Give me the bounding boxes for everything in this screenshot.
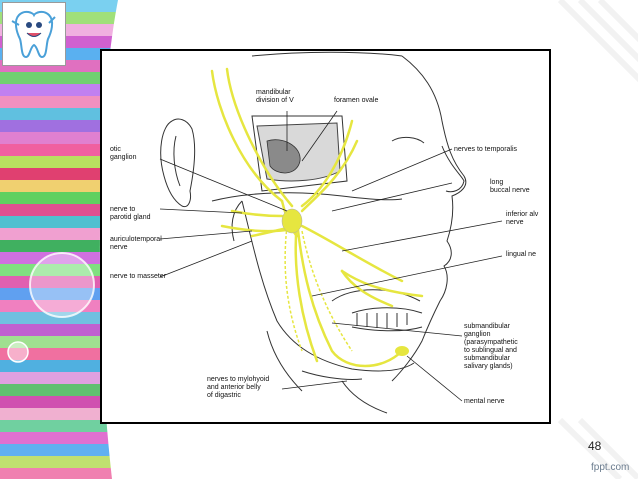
- label-nerve-to-parotid: nerve to parotid gland: [110, 206, 151, 221]
- tooth-mascot-icon: [11, 10, 56, 59]
- tooth-logo: [2, 2, 66, 66]
- mandibular-nerve-diagram: [159, 51, 503, 414]
- label-nerves-to-temporalis: nerves to temporalis: [454, 146, 518, 153]
- label-mental: mental nerve: [464, 398, 505, 405]
- nerve-paths: [210, 67, 424, 368]
- label-nerve-to-masseter: nerve to masseter: [110, 273, 167, 280]
- label-submandibular-ganglion: submandibular ganglion (parasympathetic …: [464, 323, 518, 370]
- label-long-buccal: long buccal nerve: [490, 179, 530, 194]
- background-circle-small: [7, 341, 29, 363]
- watermark: fppt.com: [591, 462, 630, 473]
- head-sketch: [160, 51, 467, 414]
- label-auriculotemporal: auriculotemporal nerve: [110, 236, 162, 251]
- otic-ganglion-node: [281, 208, 303, 234]
- label-mandibular-division: mandibular division of V: [256, 89, 294, 104]
- ganglion-shape: [266, 139, 301, 174]
- leader-lines: [159, 110, 503, 402]
- background-circle-large: [29, 252, 95, 318]
- nerve-branches: [284, 225, 353, 352]
- label-otic-ganglion: otic ganglion: [110, 146, 137, 161]
- label-lingual: lingual ne: [506, 251, 536, 258]
- submandibular-ganglion-node: [395, 346, 409, 356]
- label-foramen-ovale: foramen ovale: [334, 97, 379, 104]
- page-number: 48: [588, 439, 602, 453]
- label-mylohyoid: nerves to mylohyoid and anterior belly o…: [207, 376, 270, 399]
- diagram-frame: mandibular division of V foramen ovale o…: [100, 49, 551, 424]
- background-diagonal-lines: [557, 0, 638, 479]
- label-inferior-alveolar: inferior alv nerve: [506, 211, 539, 226]
